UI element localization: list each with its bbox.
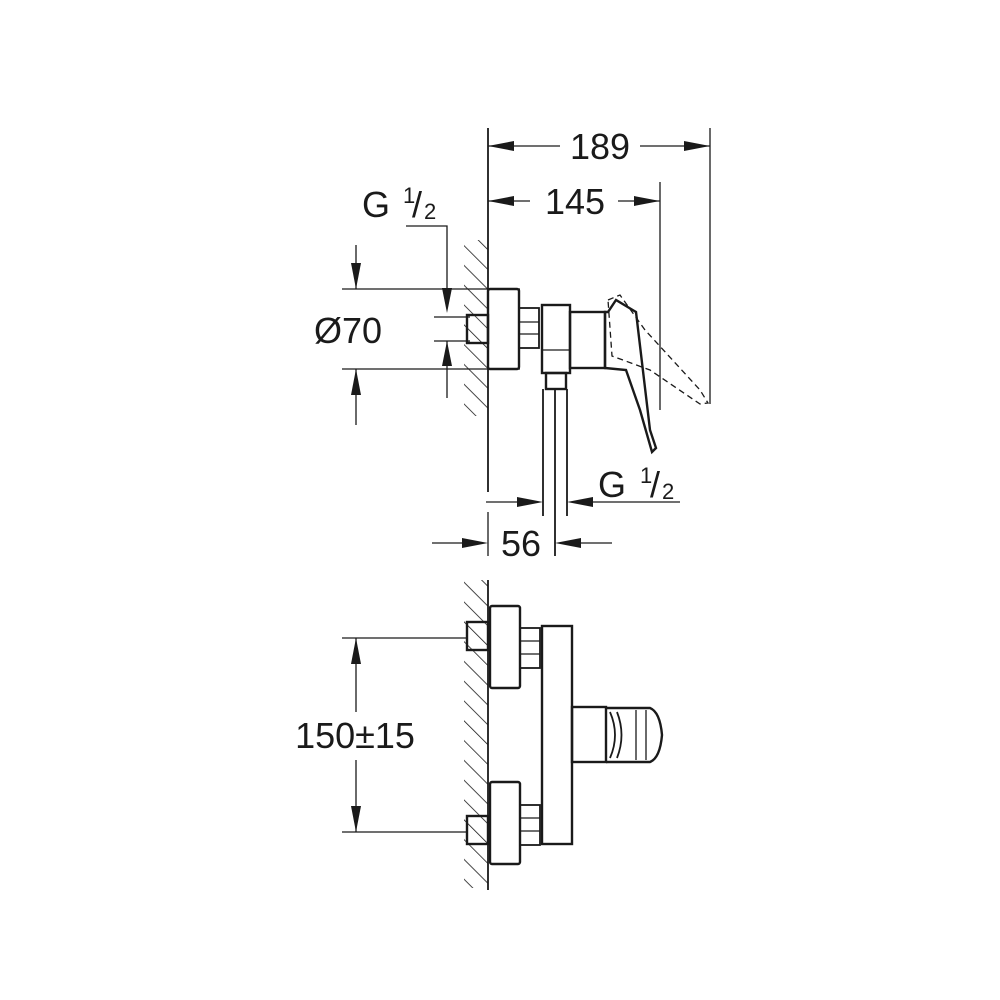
inlet-spacing-label: 150±15 xyxy=(295,715,415,756)
svg-text:2: 2 xyxy=(424,199,436,224)
svg-text:1: 1 xyxy=(403,183,415,208)
outlet-thread-label: G 1 / 2 xyxy=(486,463,680,507)
svg-text:1: 1 xyxy=(640,463,652,488)
dimension-outlet-offset: 56 xyxy=(432,512,612,564)
mixer-side-body xyxy=(465,287,710,556)
flange-diameter-label: Ø70 xyxy=(314,310,382,351)
upper-inlet xyxy=(465,604,541,690)
svg-text:/: / xyxy=(650,464,660,505)
svg-text:G: G xyxy=(598,464,626,505)
body-depth-label: 145 xyxy=(545,181,605,222)
outlet-offset-label: 56 xyxy=(501,523,541,564)
svg-text:/: / xyxy=(412,184,422,225)
lower-inlet xyxy=(465,780,541,866)
front-view: 150±15 xyxy=(295,580,664,890)
side-view: 189 145 G 1 / 2 Ø70 xyxy=(314,126,711,564)
mixer-front-body xyxy=(540,624,574,846)
wall-side xyxy=(464,128,489,492)
overall-depth-label: 189 xyxy=(570,126,630,167)
dimension-overall-depth: 189 xyxy=(488,126,710,167)
svg-text:G: G xyxy=(362,184,390,225)
inlet-thread-label: G 1 / 2 xyxy=(362,183,452,313)
dimension-body-depth: 145 xyxy=(488,181,660,222)
dimension-inlet-spacing: 150±15 xyxy=(295,637,466,833)
handle-front xyxy=(570,705,664,764)
svg-text:2: 2 xyxy=(662,479,674,504)
